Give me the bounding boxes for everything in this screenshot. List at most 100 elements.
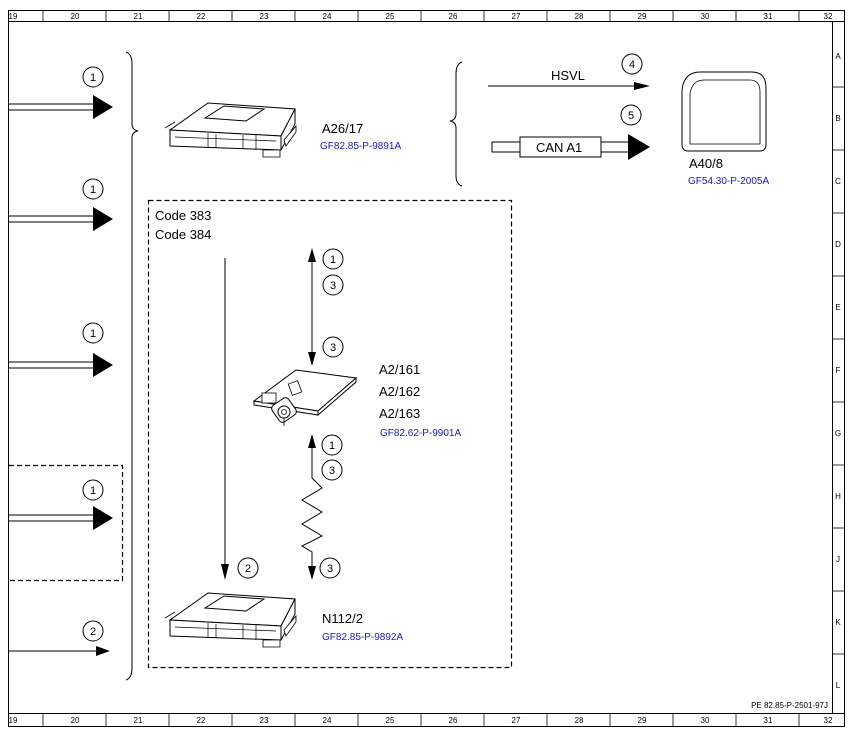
column-label: 24 [323, 716, 332, 725]
incoming-arrow-5 [9, 646, 110, 656]
marker-circle: 1 [82, 66, 104, 88]
a40-8-label: A40/8 [689, 156, 723, 171]
incoming-arrow-4 [9, 506, 113, 530]
frame-ruler [8, 10, 845, 727]
column-label: 20 [71, 716, 80, 725]
svg-text:1: 1 [90, 485, 96, 497]
column-labels-bottom: 19 20 21 22 23 24 25 26 27 28 29 30 31 3… [9, 716, 833, 725]
column-label: 25 [386, 12, 395, 21]
row-label: H [835, 492, 841, 501]
marker-circle: 1 [82, 178, 104, 200]
column-label: 29 [638, 12, 647, 21]
column-label: 31 [764, 716, 773, 725]
svg-text:3: 3 [330, 342, 336, 354]
module-n112-2-icon[interactable] [164, 592, 297, 648]
left-brace [125, 51, 139, 681]
column-label: 26 [449, 716, 458, 725]
column-label: 25 [386, 716, 395, 725]
marker-circle: 3 [321, 459, 343, 481]
row-labels: A B C D E F G H J K L [835, 52, 841, 690]
svg-text:1: 1 [90, 328, 96, 340]
column-label: 23 [260, 716, 269, 725]
can-bus-arrow [491, 134, 650, 160]
marker-circle: 2 [237, 557, 259, 579]
column-label: 22 [197, 12, 206, 21]
svg-text:1: 1 [90, 72, 96, 84]
marker-circle: 1 [321, 434, 343, 456]
column-label: 27 [512, 716, 521, 725]
svg-text:3: 3 [330, 280, 336, 292]
row-label: D [835, 240, 841, 249]
svg-text:1: 1 [90, 184, 96, 196]
column-labels-top: 19 20 21 22 23 24 25 26 27 28 29 30 31 3… [9, 12, 833, 21]
down-arrow [221, 258, 229, 580]
svg-text:3: 3 [327, 563, 333, 575]
row-label: C [835, 177, 841, 186]
column-label: 21 [134, 716, 143, 725]
column-label: 26 [449, 12, 458, 21]
column-label: 24 [323, 12, 332, 21]
column-label: 28 [575, 716, 584, 725]
dashed-box-left [9, 464, 124, 582]
hsvl-label: HSVL [551, 68, 585, 83]
footer-code: PE 82.85-P-2501-97J [751, 701, 828, 710]
column-label: 20 [71, 12, 80, 21]
column-label: 27 [512, 12, 521, 21]
marker-circle: 2 [82, 620, 104, 642]
marker-circle: 5 [620, 104, 642, 126]
row-label: J [836, 555, 840, 564]
row-label: E [835, 303, 840, 312]
can-a1-label: CAN A1 [536, 140, 582, 155]
a2-ref-link[interactable]: GF82.62-P-9901A [380, 428, 461, 439]
hsvl-arrow [488, 82, 650, 90]
a2-163-label: A2/163 [379, 406, 420, 421]
incoming-arrow-2 [9, 207, 113, 231]
column-label: 32 [824, 716, 833, 725]
antenna-module-a2-icon[interactable] [252, 369, 358, 426]
code-383-label: Code 383 [155, 208, 211, 223]
row-label: L [836, 681, 841, 690]
incoming-arrow-1 [9, 95, 113, 119]
column-label: 30 [701, 12, 710, 21]
svg-text:3: 3 [329, 465, 335, 477]
incoming-arrow-3 [9, 353, 113, 377]
a26-17-ref-link[interactable]: GF82.85-P-9891A [320, 141, 401, 152]
marker-circle: 3 [319, 557, 341, 579]
column-label: 32 [824, 12, 833, 21]
svg-text:1: 1 [330, 254, 336, 266]
svg-text:5: 5 [628, 110, 634, 122]
svg-text:2: 2 [245, 563, 251, 575]
n112-2-label: N112/2 [322, 611, 363, 626]
column-label: 21 [134, 12, 143, 21]
marker-circle: 4 [621, 53, 643, 75]
bidirectional-arrow [308, 248, 316, 366]
right-brace [449, 61, 463, 187]
module-a26-17-icon[interactable] [164, 102, 297, 158]
column-label: 23 [260, 12, 269, 21]
cable-arrow [300, 434, 324, 580]
column-label: 29 [638, 716, 647, 725]
marker-circle: 3 [322, 274, 344, 296]
svg-text:1: 1 [329, 440, 335, 452]
column-label: 19 [9, 716, 18, 725]
svg-text:4: 4 [629, 59, 635, 71]
display-a40-8-icon[interactable] [681, 71, 767, 152]
a26-17-label: A26/17 [322, 121, 363, 136]
n112-2-ref-link[interactable]: GF82.85-P-9892A [322, 632, 403, 643]
a40-8-ref-link[interactable]: GF54.30-P-2005A [688, 176, 769, 187]
column-label: 28 [575, 12, 584, 21]
column-label: 30 [701, 716, 710, 725]
column-label: 22 [197, 716, 206, 725]
a2-162-label: A2/162 [379, 384, 420, 399]
column-label: 19 [9, 12, 18, 21]
code-384-label: Code 384 [155, 227, 211, 242]
a2-161-label: A2/161 [379, 362, 420, 377]
row-label: A [835, 52, 841, 61]
marker-circle: 3 [322, 336, 344, 358]
row-label: K [835, 618, 841, 627]
marker-circle: 1 [82, 479, 104, 501]
marker-circle: 1 [322, 248, 344, 270]
row-label: G [835, 429, 841, 438]
svg-text:2: 2 [90, 626, 96, 638]
